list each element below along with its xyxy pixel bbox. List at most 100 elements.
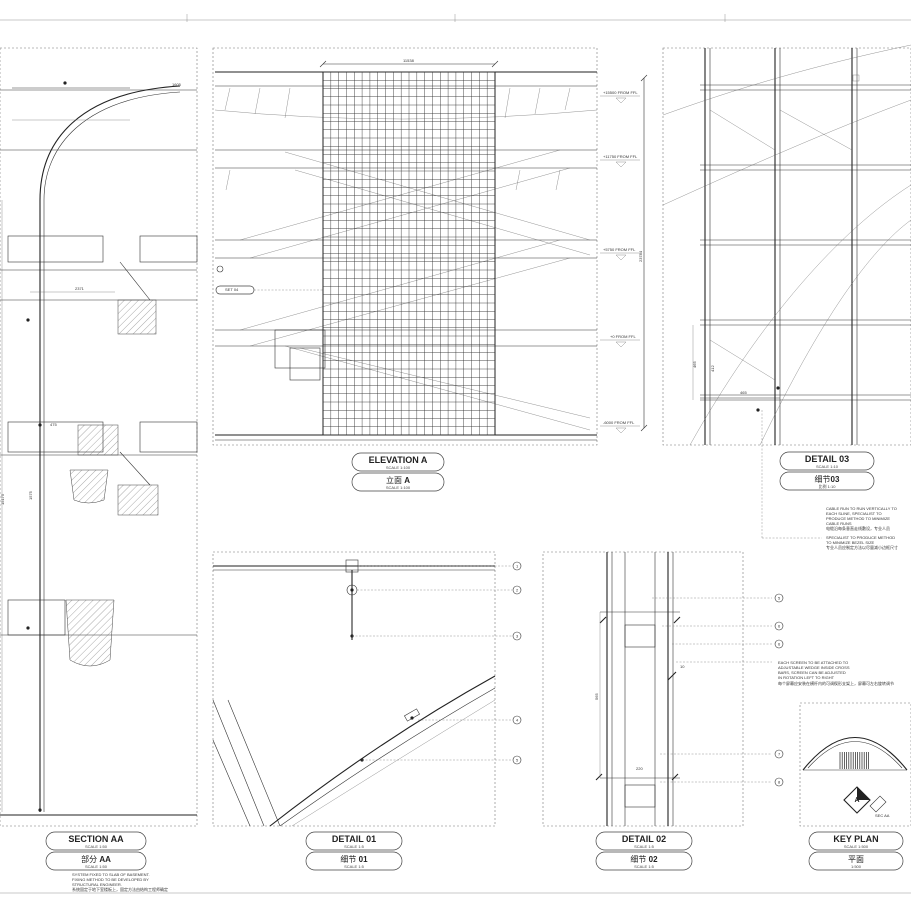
detail-02-title-cn: 细节 02 xyxy=(630,854,658,864)
detail-01-title-box xyxy=(305,831,403,851)
detail-02-tag: 8 xyxy=(774,777,784,787)
key-plan-screen-zone xyxy=(839,752,869,769)
note-line: 电缆沿每条垂直走线敷设，专业人员 xyxy=(826,525,890,531)
detail-01-tag: 1 xyxy=(512,561,522,571)
level-marker: +5750 FROM FFL xyxy=(600,247,640,261)
detail-02-title: DETAIL 02 xyxy=(622,834,666,844)
key-plan-title-cn: 平面 xyxy=(848,855,864,864)
elevation-a-frame xyxy=(212,47,598,446)
detail-02-tag: 5 xyxy=(774,593,784,603)
elevation-a-scale-cn: SCALE 1:100 xyxy=(386,485,411,490)
detail-03-scale: SCALE 1:10 xyxy=(816,464,839,469)
key-plan-title-box xyxy=(808,831,904,851)
section-aa-title-box xyxy=(45,831,147,851)
svg-text:6: 6 xyxy=(778,624,781,629)
note-line: EACH SCREEN TO BE ATTACHED TO xyxy=(778,660,848,665)
section-aa-scale: SCALE 1:50 xyxy=(85,844,108,849)
wedge-bracket xyxy=(624,624,656,648)
detail-01-scale-cn: SCALE 1:5 xyxy=(344,864,365,869)
svg-text:7: 7 xyxy=(778,752,781,757)
detail-03-view: 465 465 412 DETAIL 03 SCALE 1:10 细节03 比例… xyxy=(662,44,911,550)
section-dim-left: 15175 xyxy=(0,493,5,505)
level-label: +11750 FROM FFL xyxy=(603,154,638,159)
detail-01-tag: 3 xyxy=(512,631,522,641)
elevation-a-title-box xyxy=(351,452,445,472)
note-line: IN ROTATION LEFT TO RIGHT xyxy=(778,675,835,680)
note-line: TO MINIMIZE BEZEL SIZE xyxy=(826,540,875,545)
note-line: SPECIALIST TO PRODUCE METHOD xyxy=(826,535,895,540)
svg-text:2: 2 xyxy=(516,588,519,593)
detail-03-scale-cn: 比例 1:10 xyxy=(819,483,837,489)
section-aa-title: SECTION AA xyxy=(68,834,124,844)
elevation-a-cn-box xyxy=(351,472,445,492)
detail-02-view: 565 220 10 5 6 6 7 8 EACH SCREE xyxy=(542,551,894,871)
elevation-width-dim: 11538 xyxy=(403,58,415,63)
level-marker: +15500 FROM FFL xyxy=(600,90,640,104)
detail-03-note-a: CABLE RUN TO RUN VERTICALLY TO EACH SLIN… xyxy=(826,506,897,531)
detail-02-title-box xyxy=(595,831,693,851)
note-line: EACH SLINE, SPECIALIST TO xyxy=(826,511,882,516)
section-aa-cn-box xyxy=(45,851,147,871)
detail-02-frame xyxy=(542,551,744,827)
section-dim-top: 1605 xyxy=(172,82,182,87)
key-plan-scale: SCALE 1:500 xyxy=(844,844,869,849)
key-plan-cn-box xyxy=(808,851,904,871)
detail-01-cn-box xyxy=(305,851,403,871)
note-line: 专业人员应制定方法以尽量减小边框尺寸 xyxy=(826,544,898,550)
key-plan-scale-cn: 1:500 xyxy=(851,864,862,869)
note-line: CABLE RUN TO RUN VERTICALLY TO xyxy=(826,506,897,511)
detail-01-frame xyxy=(212,551,496,827)
railing-glass xyxy=(224,87,571,191)
set-tag-label: SET 04 xyxy=(225,287,239,292)
escalator-hull xyxy=(69,469,109,504)
svg-text:5: 5 xyxy=(516,758,519,763)
note-line: CABLE RUNS xyxy=(826,521,852,526)
detail-01-scale: SCALE 1:5 xyxy=(344,844,365,849)
level-label: +15500 FROM FFL xyxy=(603,90,638,95)
level-marker: -6000 FROM FFL xyxy=(600,420,640,434)
level-label: +0 FROM FFL xyxy=(610,334,636,339)
svg-text:1: 1 xyxy=(516,564,519,569)
led-screen-grid xyxy=(322,71,496,436)
escalator-box xyxy=(274,329,326,369)
stair-block xyxy=(77,424,119,456)
detail-03-note-b: SPECIALIST TO PRODUCE METHOD TO MINIMIZE… xyxy=(826,535,898,550)
section-dim-detail: 475 xyxy=(50,422,57,427)
level-marker: +11750 FROM FFL xyxy=(600,154,640,168)
detail-01-view: 1 2 3 4 5 DETAIL 01 SCALE 1:5 细节 01 SCAL… xyxy=(212,551,522,871)
note-line: FIXING METHOD TO BE DEVELOPED BY xyxy=(72,877,149,882)
key-plan-frame xyxy=(799,702,911,827)
detail-01-tag: 2 xyxy=(512,585,522,595)
svg-text:6: 6 xyxy=(778,642,781,647)
sheet-border xyxy=(0,14,911,894)
detail-01-title-cn: 细节 01 xyxy=(340,854,368,864)
detail-03-title-box xyxy=(779,451,875,471)
level-marker: +0 FROM FFL xyxy=(600,334,640,348)
elevation-a-title: ELEVATION A xyxy=(369,455,428,465)
svg-text:3: 3 xyxy=(516,634,519,639)
note-line: SYSTEM FIXED TO SLAB OF BASEMENT. xyxy=(72,872,150,877)
detail-01-tag: 5 xyxy=(512,755,522,765)
elevation-a-view: 11538 23784 +15500 FROM FFL +11750 FROM … xyxy=(212,47,648,492)
detail-03-title: DETAIL 03 xyxy=(805,454,849,464)
detail-02-tag: 6 xyxy=(774,621,784,631)
elevation-height-dim: 23784 xyxy=(638,250,643,262)
detail-02-dim-small: 10 xyxy=(680,664,685,669)
detail-02-dim-height: 565 xyxy=(594,693,599,700)
detail-02-tag: 6 xyxy=(774,639,784,649)
section-aa-view: 1605 2371 15175 1575 475 SECTION AA SCAL… xyxy=(0,47,198,892)
detail-02-scale: SCALE 1:5 xyxy=(634,844,655,849)
stair-block xyxy=(117,299,157,335)
elevation-a-scale: SCALE 1:100 xyxy=(386,465,411,470)
section-aa-title-cn: 部分 AA xyxy=(81,854,111,864)
note-line: 每个屏幕应安装在横杆内的可调楔形支架上，屏幕可左右旋转调节 xyxy=(778,680,894,686)
detail-03-frame xyxy=(662,47,911,446)
detail-02-dim-width: 220 xyxy=(636,766,643,771)
note-line: STRUCTURAL ENGINEER. xyxy=(72,882,122,887)
detail-02-tag: 7 xyxy=(774,749,784,759)
detail-03-dim-width: 465 xyxy=(740,390,747,395)
note-line: ADJUSTABLE WEDGE INSIDE CROSS xyxy=(778,665,850,670)
key-plan-title: KEY PLAN xyxy=(833,834,878,844)
svg-text:8: 8 xyxy=(778,780,781,785)
